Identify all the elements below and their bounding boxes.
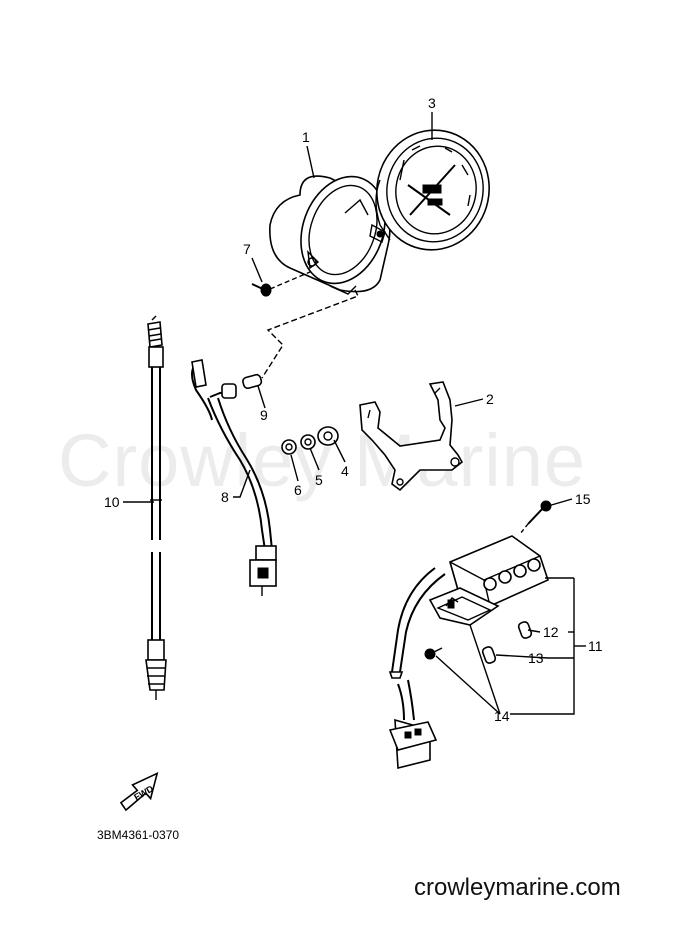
nut-6 — [281, 439, 297, 455]
gauge-face — [369, 129, 490, 251]
fwd-arrow-icon: FWD — [119, 771, 159, 812]
socket-cord-8 — [191, 359, 277, 596]
callout-10: 10 — [104, 494, 120, 510]
meter-housing — [269, 175, 391, 295]
callout-5: 5 — [315, 472, 323, 488]
washer-5 — [300, 434, 316, 450]
bulb-9 — [242, 373, 263, 390]
grommet-4 — [317, 426, 339, 446]
indicator-assy-11 — [388, 535, 549, 770]
bulb-12 — [517, 621, 533, 639]
callout-3: 3 — [428, 95, 436, 111]
meter-cable-10 — [145, 315, 167, 700]
callout-2: 2 — [486, 391, 494, 407]
bracket-2 — [359, 381, 464, 492]
leader-dashed — [261, 289, 359, 379]
callout-6: 6 — [294, 482, 302, 498]
footer-url: crowleymarine.com — [414, 874, 621, 901]
callout-labels: 1 2 3 4 5 6 7 8 9 10 11 12 13 14 15 — [104, 95, 603, 724]
callout-8: 8 — [221, 489, 229, 505]
callout-4: 4 — [341, 463, 349, 479]
callout-13: 13 — [528, 650, 544, 666]
screw-14 — [424, 647, 443, 660]
screw-15 — [519, 500, 552, 535]
callout-12: 12 — [543, 624, 559, 640]
bulb-13 — [481, 646, 497, 664]
leader-lines — [123, 112, 586, 715]
screw-7 — [251, 271, 311, 297]
callout-7: 7 — [243, 241, 251, 257]
callout-9: 9 — [260, 407, 268, 423]
callout-15: 15 — [575, 491, 591, 507]
callout-1: 1 — [302, 129, 310, 145]
diagram-code: 3BM4361-0370 — [97, 828, 179, 842]
callout-11: 11 — [588, 638, 603, 654]
callout-14: 14 — [494, 708, 510, 724]
